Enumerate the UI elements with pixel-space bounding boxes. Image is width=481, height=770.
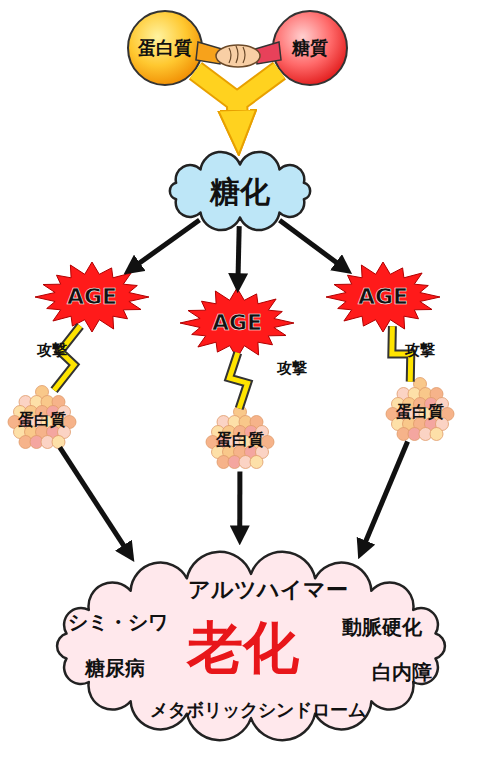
block-arrow (195, 71, 237, 116)
lightning-connector (392, 326, 411, 381)
node-label: 蛋白質 (216, 431, 264, 449)
connectors (54, 71, 411, 551)
edge-label: 攻撃 (37, 341, 67, 360)
disease-label: アルツハイマー (188, 578, 348, 602)
starburst-shape (35, 262, 149, 332)
arrow-connector (238, 226, 239, 279)
finger-lines (229, 46, 245, 63)
protein-cluster: 蛋白質 (380, 377, 460, 447)
age-starburst: AGE (180, 288, 294, 358)
arrow-connector (135, 220, 200, 266)
aging-heading: 老化 (187, 617, 299, 679)
protein-cluster: 蛋白質 (200, 405, 280, 475)
aging-cloud: アルツハイマーシミ・シワ老化 動脈硬化糖尿病 白内障メタボリックシンドローム (28, 540, 474, 752)
node-label: 蛋白質 (138, 38, 192, 58)
clasped-hands (216, 45, 260, 67)
node-label: AGE (212, 311, 262, 335)
protein-cluster: 蛋白質 (2, 385, 82, 455)
disease-label: 動脈硬化 (342, 616, 422, 638)
arrow-connector (237, 472, 242, 532)
node-label: 蛋白質 (18, 411, 66, 429)
protein-bead (52, 436, 65, 449)
lightning-connector (229, 353, 247, 409)
starburst-shape (326, 262, 440, 332)
age-starburst: AGE (35, 262, 149, 332)
bolt-outline (54, 326, 80, 390)
age-starburst: AGE (326, 262, 440, 332)
disease-label: シミ・シワ (68, 611, 168, 633)
right-sleeve (255, 42, 281, 64)
protein-circle: 蛋白質 (127, 10, 203, 86)
disease-label: 糖尿病 (85, 657, 145, 679)
starburst-shape (180, 288, 294, 358)
arrow-connector (364, 442, 408, 547)
disease-label: メタボリックシンドローム (150, 700, 366, 720)
node-label: 糖化 (210, 175, 270, 208)
node-label: AGE (358, 285, 408, 309)
node-label: 糖質 (292, 38, 328, 58)
left-sleeve (196, 42, 222, 64)
arrow-connector (280, 220, 341, 265)
arrow-connector (60, 447, 127, 550)
glycation-cloud: 糖化 (160, 152, 320, 230)
node-label: AGE (67, 285, 117, 309)
edge-label: 攻撃 (277, 359, 307, 378)
node-label: 蛋白質 (396, 403, 444, 421)
handshake-illustration (196, 42, 281, 67)
bolt-outline (392, 326, 411, 381)
protein-bead (430, 428, 443, 441)
protein-bead (250, 456, 263, 469)
arrow-outline (195, 71, 237, 116)
circle-shape (273, 11, 347, 85)
edge-label: 攻撃 (405, 341, 435, 360)
circle-shape (128, 11, 202, 85)
arrow-outline (237, 71, 279, 116)
sugar-circle: 糖質 (272, 10, 348, 86)
connector-outlines (54, 71, 411, 409)
lightning-connector (54, 326, 80, 390)
bolt-outline (229, 353, 247, 409)
disease-label: 白内障 (372, 661, 432, 683)
block-arrow (237, 71, 279, 116)
cloud-shape (170, 152, 310, 230)
cloud-shape (57, 552, 445, 740)
